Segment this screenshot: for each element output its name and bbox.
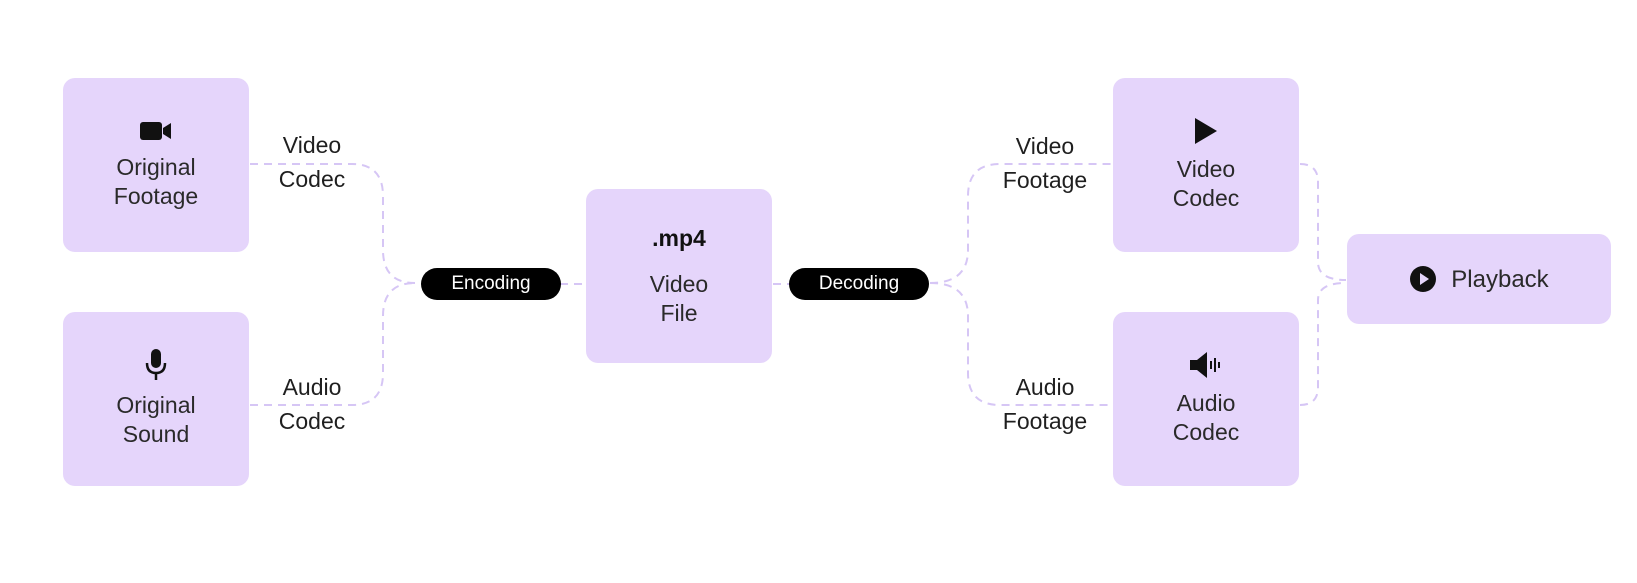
connector-audio-codec-to-playback xyxy=(1299,282,1347,406)
file-extension: .mp4 xyxy=(652,224,706,251)
edge-label-line: Footage xyxy=(1002,167,1088,193)
node-label-line: Original xyxy=(116,392,196,418)
edge-label-audio-codec: Audio Codec xyxy=(268,370,356,438)
node-label-line: Codec xyxy=(1172,185,1240,211)
connector-video-codec-to-playback xyxy=(1299,163,1347,281)
edge-label-line: Audio xyxy=(282,374,342,400)
play-circle-icon xyxy=(1409,265,1437,293)
node-label-line: File xyxy=(660,299,698,326)
edge-label-line: Video xyxy=(1015,133,1075,159)
node-label-line: Codec xyxy=(1172,419,1240,445)
speaker-icon xyxy=(1190,351,1222,379)
node-label-line: Footage xyxy=(113,183,199,209)
connector-decoding-to-video-codec xyxy=(929,163,1112,284)
edge-label-video-codec: Video Codec xyxy=(268,128,356,196)
edge-label-line: Codec xyxy=(278,408,346,434)
edge-label-line: Footage xyxy=(1002,408,1088,434)
node-label-line: Audio xyxy=(1176,390,1236,416)
edge-label-video-footage: Video Footage xyxy=(995,129,1095,197)
edge-label-line: Codec xyxy=(278,166,346,192)
edge-label-line: Video xyxy=(282,132,342,158)
connector-decoding-to-audio-codec xyxy=(929,282,1112,406)
playback-node: Playback xyxy=(1347,234,1611,324)
video-file-node: .mp4 Video File xyxy=(586,189,772,363)
edge-label-audio-footage: Audio Footage xyxy=(995,370,1095,438)
decoding-pill: Decoding xyxy=(789,268,929,300)
node-label-line: Video xyxy=(649,270,709,297)
microphone-icon xyxy=(144,349,168,381)
audio-codec-node: Audio Codec xyxy=(1113,312,1299,486)
original-footage-node: Original Footage xyxy=(63,78,249,252)
playback-label: Playback xyxy=(1451,265,1549,293)
original-sound-node: Original Sound xyxy=(63,312,249,486)
edge-label-line: Audio xyxy=(1015,374,1075,400)
connector-footage-to-encoding xyxy=(250,163,416,284)
video-camera-icon xyxy=(140,119,172,143)
node-label-line: Video xyxy=(1176,156,1236,182)
video-codec-node: Video Codec xyxy=(1113,78,1299,252)
node-label-line: Sound xyxy=(122,421,190,447)
encoding-pill: Encoding xyxy=(421,268,561,300)
node-label-line: Original xyxy=(116,154,196,180)
connector-sound-to-encoding xyxy=(250,282,416,406)
play-icon xyxy=(1193,117,1219,145)
